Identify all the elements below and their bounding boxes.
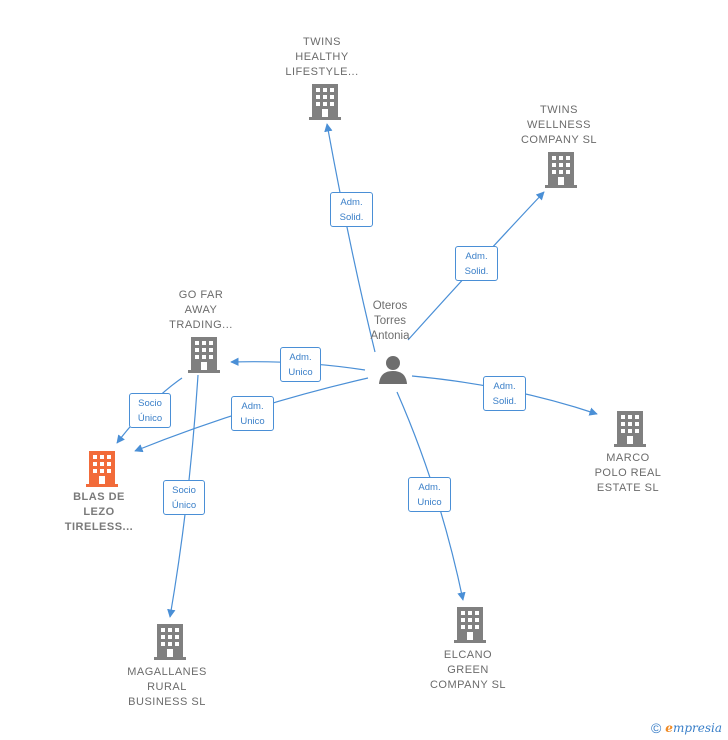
relation-badge: Adm. Solid. bbox=[455, 246, 498, 281]
company-label-twins-healthy[interactable]: TWINS HEALTHY LIFESTYLE... bbox=[285, 36, 359, 78]
company-label-go-far-away[interactable]: GO FAR AWAY TRADING... bbox=[169, 289, 233, 331]
person-icon[interactable] bbox=[377, 354, 409, 384]
relation-badge: Socio Único bbox=[129, 393, 171, 428]
relation-badge: Socio Único bbox=[163, 480, 205, 515]
footer-brand: © empresia bbox=[651, 720, 722, 736]
building-icon-highlight[interactable] bbox=[86, 451, 118, 487]
brand-logo: empresia bbox=[665, 721, 722, 735]
building-icon[interactable] bbox=[545, 152, 577, 188]
company-label-twins-wellness[interactable]: TWINS WELLNESS COMPANY SL bbox=[520, 104, 598, 146]
company-label-elcano[interactable]: ELCANO GREEN COMPANY SL bbox=[429, 649, 507, 691]
relation-badge: Adm. Unico bbox=[231, 396, 274, 431]
company-label-blas-de-lezo[interactable]: BLAS DE LEZO TIRELESS... bbox=[64, 491, 134, 533]
relation-badge: Adm. Unico bbox=[408, 477, 451, 512]
company-label-magallanes[interactable]: MAGALLANES RURAL BUSINESS SL bbox=[127, 666, 207, 708]
building-icon[interactable] bbox=[454, 607, 486, 643]
company-label-marco-polo[interactable]: MARCO POLO REAL ESTATE SL bbox=[594, 452, 662, 494]
relation-badge: Adm. Unico bbox=[280, 347, 321, 382]
building-icon[interactable] bbox=[188, 337, 220, 373]
person-name[interactable]: Oteros Torres Antonia bbox=[370, 300, 410, 342]
building-icon[interactable] bbox=[309, 84, 341, 120]
building-icon[interactable] bbox=[154, 624, 186, 660]
copyright-symbol: © bbox=[650, 720, 662, 736]
edge-person-twins-healthy bbox=[324, 123, 376, 353]
building-icon[interactable] bbox=[614, 411, 646, 447]
relation-badge: Adm. Solid. bbox=[330, 192, 373, 227]
relation-badge: Adm. Solid. bbox=[483, 376, 526, 411]
